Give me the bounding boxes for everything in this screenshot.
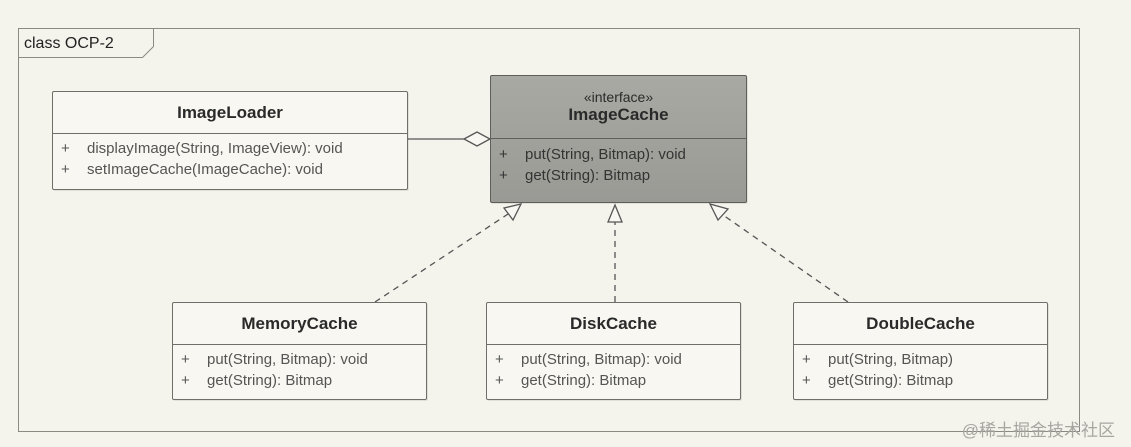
- class-name: ImageCache: [568, 104, 669, 124]
- operation-signature: get(String): Bitmap: [521, 372, 647, 389]
- realization-arrowhead-disk: [607, 203, 623, 223]
- operation-row: + put(String, Bitmap): void: [495, 349, 740, 370]
- visibility-marker: +: [181, 351, 190, 368]
- class-memorycache[interactable]: MemoryCache + put(String, Bitmap): void …: [172, 302, 427, 400]
- operation-row: + put(String, Bitmap): [802, 349, 1047, 370]
- class-header: DiskCache: [487, 303, 740, 345]
- operation-signature: put(String, Bitmap): void: [521, 351, 682, 368]
- operation-signature: displayImage(String, ImageView): void: [87, 140, 343, 157]
- operation-row: + put(String, Bitmap): void: [181, 349, 426, 370]
- operations-compartment: + put(String, Bitmap) + get(String): Bit…: [794, 345, 1047, 391]
- visibility-marker: +: [802, 372, 811, 389]
- aggregation-diamond: [462, 131, 492, 147]
- operation-signature: put(String, Bitmap): void: [207, 351, 368, 368]
- class-imageloader[interactable]: ImageLoader + displayImage(String, Image…: [52, 91, 408, 190]
- operation-signature: setImageCache(ImageCache): void: [87, 161, 323, 178]
- operation-signature: get(String): Bitmap: [525, 167, 651, 184]
- class-name: ImageLoader: [177, 102, 283, 122]
- operations-compartment: + put(String, Bitmap): void + get(String…: [487, 345, 740, 391]
- realization-arrowhead-double: [708, 202, 730, 222]
- visibility-marker: +: [495, 372, 504, 389]
- class-name: MemoryCache: [241, 313, 358, 333]
- operations-compartment: + displayImage(String, ImageView): void …: [53, 134, 407, 180]
- frame-tab: class OCP-2: [18, 28, 154, 58]
- realization-line-memory: [374, 213, 509, 303]
- class-diskcache[interactable]: DiskCache + put(String, Bitmap): void + …: [486, 302, 741, 400]
- visibility-marker: +: [495, 351, 504, 368]
- class-doublecache[interactable]: DoubleCache + put(String, Bitmap) + get(…: [793, 302, 1048, 400]
- operation-row: + get(String): Bitmap: [181, 370, 426, 391]
- visibility-marker: +: [499, 146, 508, 163]
- frame-tab-outline: [18, 28, 154, 58]
- operation-signature: put(String, Bitmap): void: [525, 146, 686, 163]
- class-header: «interface» ImageCache: [491, 76, 746, 139]
- realization-memorycache: [374, 203, 523, 303]
- operation-signature: get(String): Bitmap: [828, 372, 954, 389]
- visibility-marker: +: [61, 161, 70, 178]
- visibility-marker: +: [499, 167, 508, 184]
- class-name: DoubleCache: [866, 313, 975, 333]
- visibility-marker: +: [181, 372, 190, 389]
- class-header: ImageLoader: [53, 92, 407, 134]
- operation-signature: get(String): Bitmap: [207, 372, 333, 389]
- class-header: DoubleCache: [794, 303, 1047, 345]
- stereotype-label: «interface»: [583, 88, 654, 105]
- operation-row: + setImageCache(ImageCache): void: [61, 159, 407, 180]
- realization-arrowhead-memory: [502, 203, 523, 222]
- diagram-frame: [18, 28, 1080, 432]
- class-name: DiskCache: [570, 313, 657, 333]
- class-header: MemoryCache: [173, 303, 426, 345]
- watermark: @稀土掘金技术社区: [961, 421, 1115, 440]
- operation-row: + get(String): Bitmap: [495, 370, 740, 391]
- operations-compartment: + put(String, Bitmap): void + get(String…: [173, 345, 426, 391]
- operation-row: + displayImage(String, ImageView): void: [61, 138, 407, 159]
- realization-diskcache: [607, 203, 623, 302]
- interface-imagecache[interactable]: «interface» ImageCache + put(String, Bit…: [490, 75, 747, 203]
- operation-row: + get(String): Bitmap: [802, 370, 1047, 391]
- visibility-marker: +: [802, 351, 811, 368]
- operation-row: + get(String): Bitmap: [499, 165, 746, 186]
- visibility-marker: +: [61, 140, 70, 157]
- operation-row: + put(String, Bitmap): void: [499, 144, 746, 165]
- aggregation-connector: [408, 131, 492, 147]
- realization-doublecache: [708, 202, 849, 303]
- frame-label: class OCP-2: [24, 35, 114, 52]
- operations-compartment: + put(String, Bitmap): void + get(String…: [491, 139, 746, 186]
- realization-line-double: [722, 214, 849, 303]
- operation-signature: put(String, Bitmap): [828, 351, 954, 368]
